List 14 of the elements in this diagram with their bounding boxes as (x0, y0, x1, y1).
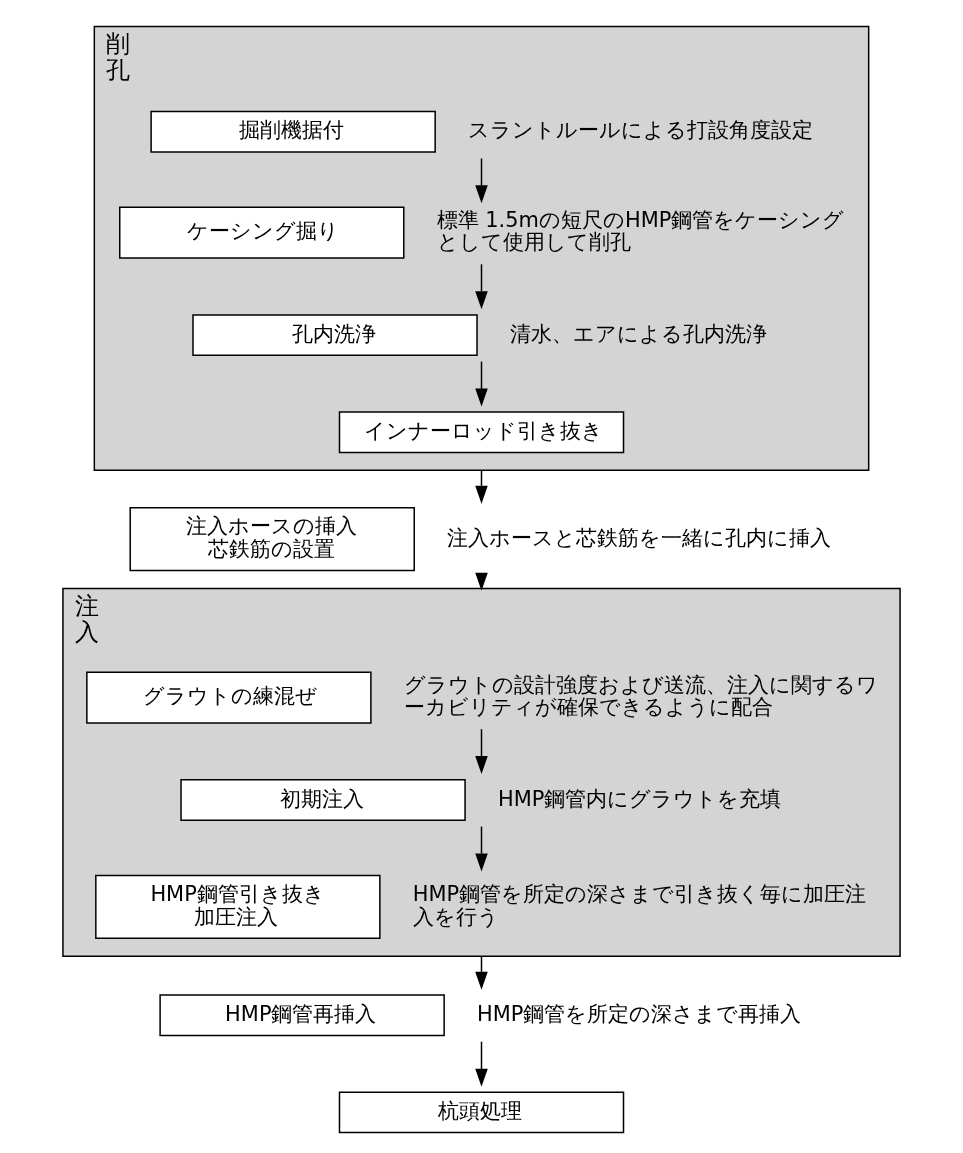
arrow (475, 825, 488, 872)
arrow (475, 157, 488, 204)
arrow (475, 360, 488, 407)
node-label: スラントルールによる打設角度設定 (468, 118, 814, 143)
node-label: HMP鋼管を所定の深さまで引き抜く毎に加圧注入を行う (412, 882, 867, 929)
node-label: グラウトの設計強度および送流、注入に関するワーカビリティが確保できるように配合 (403, 672, 878, 720)
node-label: 清水、エアによる孔内洗浄 (509, 321, 767, 346)
node-label: 標準 1.5mの短尺のHMP鋼管をケーシングとして使用して削孔 (436, 208, 845, 255)
node-label: HMP鋼管内にグラウトを充填 (497, 786, 782, 811)
arrow (475, 263, 488, 310)
arrow (475, 1041, 488, 1087)
arrow (475, 728, 488, 775)
node-label: 注入ホースと芯鉄筋を一緒に孔内に挿入 (447, 525, 832, 550)
node-label: HMP鋼管を所定の深さまで再挿入 (477, 1001, 802, 1026)
